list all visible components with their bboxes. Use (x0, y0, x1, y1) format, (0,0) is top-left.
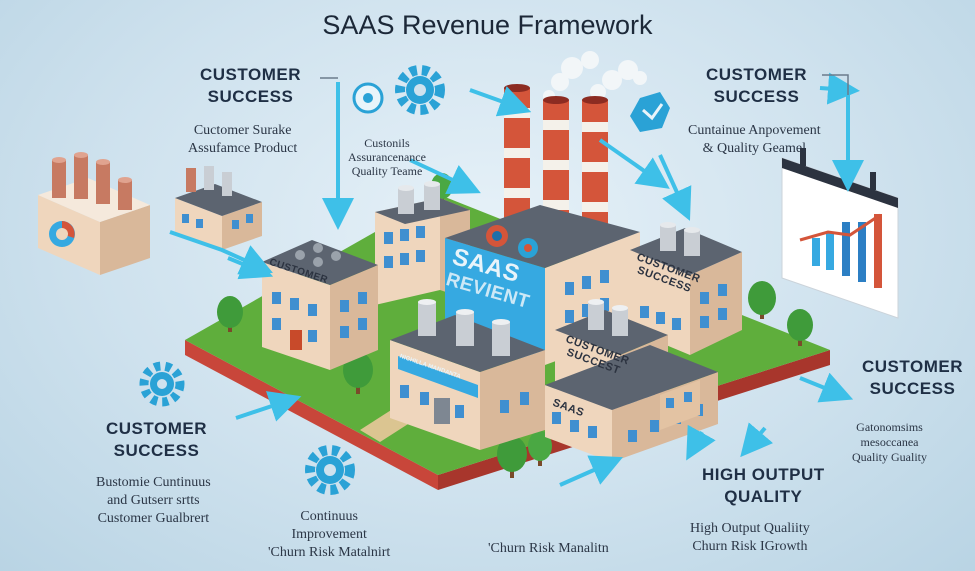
chimney (582, 96, 608, 240)
caption-line: Gatonomsims (856, 420, 923, 434)
heading-line: CUSTOMER (200, 65, 301, 84)
flow-arrows (169, 72, 864, 487)
small-left-factory (175, 166, 262, 250)
caption-line: Assufamce Product (188, 141, 298, 156)
caption-bottom-middle: 'Churn Risk Manalitn (488, 541, 609, 556)
caption-line: Bustomie Cuntinuus (96, 475, 211, 490)
caption-line: High Output Qualiity (690, 521, 810, 536)
gear-icon (352, 82, 384, 114)
saas-small-building (545, 345, 718, 462)
caption-bottom-right: High Output Qualiity Churn Risk IGrowth (690, 520, 810, 556)
heading-line: SUCCESS (113, 441, 200, 460)
caption-line: and Gutserr srtts (107, 493, 200, 508)
heading-customer-success-left: CUSTOMER SUCCESS (106, 418, 207, 462)
caption-line: Cuctomer Surake (193, 123, 292, 138)
caption-line: Churn Risk IGrowth (692, 539, 808, 554)
tree (787, 309, 813, 346)
caption-line: 'Churn Risk Matalnirt (268, 545, 391, 560)
caption-line: Continuus (300, 509, 358, 524)
caption-line: Cuntainue Anpovement (688, 123, 821, 138)
bar-chart-board (781, 148, 899, 319)
heading-line: CUSTOMER (706, 65, 807, 84)
heading-line: CUSTOMER (106, 419, 207, 438)
tree (217, 296, 243, 332)
caption-top-right: Cuntainue Anpovement & Quality Geamel (688, 122, 821, 158)
heading-line: CUSTOMER (862, 357, 963, 376)
caption-line: Improvement (291, 527, 367, 542)
caption-line: mesoccanea (860, 435, 919, 449)
heading-customer-success-top-right: CUSTOMER SUCCESS (706, 64, 807, 108)
caption-line: Quality Guality (852, 450, 927, 464)
caption-line: Customer Gualbrert (97, 511, 210, 526)
tree (748, 281, 776, 319)
heading-customer-success-top-left: CUSTOMER SUCCESS (200, 64, 301, 108)
heading-high-output-quality: HIGH OUTPUT QUALITY (702, 464, 825, 508)
customer-left-building (262, 240, 378, 370)
heading-line: HIGH OUTPUT (702, 465, 825, 484)
caption-line: & Quality Geamel (702, 141, 806, 156)
heading-line: SUCCESS (207, 87, 294, 106)
caption-bottom-left: Continuus Improvement 'Churn Risk Mataln… (268, 508, 390, 562)
leader-lines (320, 74, 849, 95)
heading-line: SUCCESS (713, 87, 800, 106)
badge-icon (630, 92, 670, 132)
heading-customer-success-right: CUSTOMER SUCCESS (862, 356, 963, 400)
caption-line: Custonils (364, 136, 410, 150)
caption-left: Bustomie Cuntinuus and Gutserr srtts Cus… (96, 474, 211, 528)
caption-right: Gatonomsims mesoccanea Quality Guality (852, 420, 927, 465)
quality-banner-building (390, 299, 545, 450)
tree (528, 431, 552, 466)
caption-top-left: Cuctomer Surake Assufamce Product (188, 122, 297, 158)
page-title: SAAS Revenue Framework (322, 10, 653, 40)
gear-icon (139, 361, 185, 407)
caption-top-middle: Custonils Assurancenance Quality Teame (348, 136, 426, 178)
gear-icon (305, 445, 355, 495)
tree (497, 436, 527, 478)
caption-line: Assurancenance (348, 150, 426, 164)
heading-line: QUALITY (724, 487, 803, 506)
caption-line: Quality Teame (351, 164, 423, 178)
left-silo-block (38, 152, 150, 275)
heading-line: SUCCESS (869, 379, 956, 398)
gear-icon (395, 65, 445, 115)
smoke-cloud (543, 51, 647, 102)
